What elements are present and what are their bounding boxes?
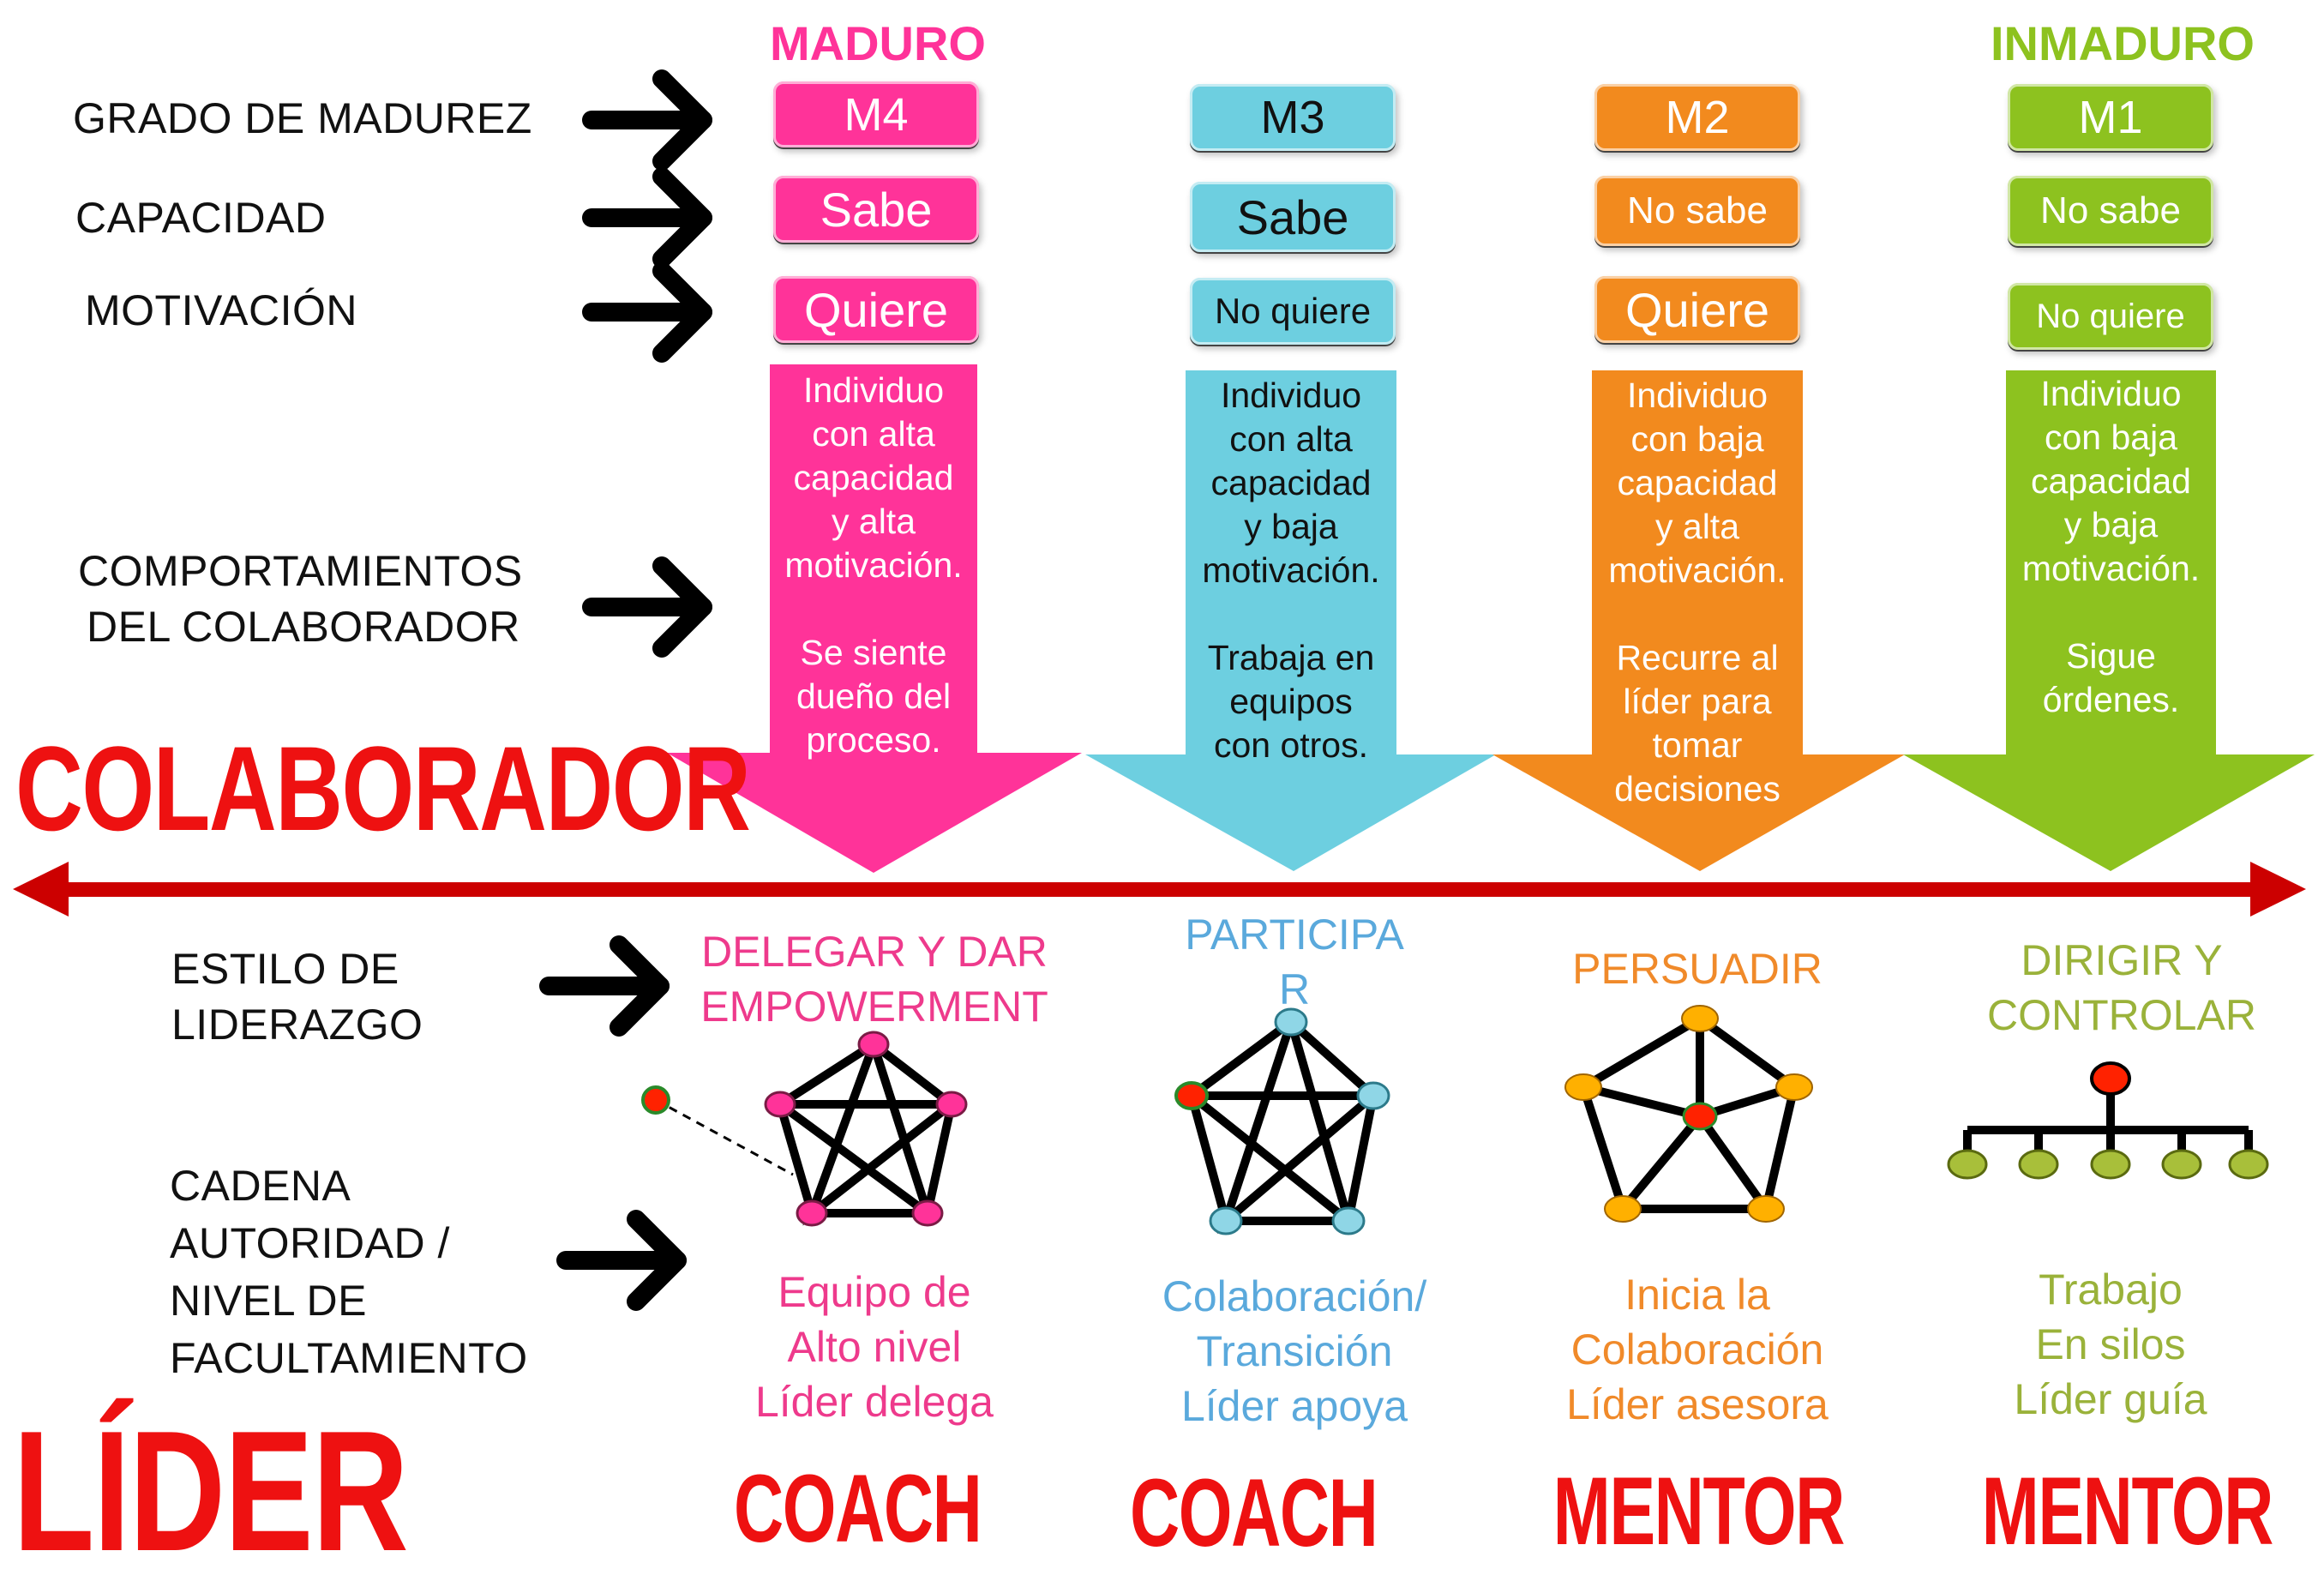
m3-down-arrow [1085,370,1496,871]
m1-network-nodes [1947,1149,2269,1180]
m3-leader-node-icon [1174,1081,1209,1110]
m3-network-nodes [1209,1007,1390,1235]
m2-hub-node-icon [1682,1102,1718,1131]
m2-style-title: PERSUADIR [1572,945,1823,993]
m1-leader-node-icon [2090,1061,2131,1096]
m4-role-label: COACH [734,1455,982,1562]
colaborador-title: COLABORADOR [15,721,751,856]
m2-level-pill: M2 [1594,84,1800,151]
m4-capacidad-pill: Sabe [773,176,979,243]
m3-motivacion-pill: No quiere [1190,278,1396,345]
m4-network-icon [655,1038,964,1226]
m3-capacidad-pill: Sabe [1190,182,1396,252]
maduro-label: MADURO [770,16,986,70]
arrow-right-icon [539,935,670,1037]
m3-network-icon [1179,1016,1385,1235]
row-label-cadena: CADENA AUTORIDAD / NIVEL DE FACULTAMIENT… [170,1162,528,1382]
inmaduro-label: INMADURO [1991,16,2255,70]
arrow-right-icon [556,1210,687,1311]
m2-network-nodes [1564,1005,1813,1223]
m3-role-label: COACH [1130,1459,1378,1566]
row-label-capacidad: CAPACIDAD [75,194,327,242]
arrow-right-icon [582,69,712,171]
m1-role-label: MENTOR [1981,1458,2274,1565]
double-arrow-axis [13,862,2306,917]
m4-motivacion-pill: Quiere [773,276,979,343]
m2-motivacion-pill: Quiere [1594,276,1800,343]
arrow-right-icon [582,167,712,268]
row-label-estilo: ESTILO DE LIDERAZGO [171,945,423,1049]
m3-level-pill: M3 [1190,84,1396,151]
m4-network-nodes [764,1031,968,1227]
row-label-motivacion: MOTIVACIÓN [85,286,357,334]
m4-level-pill: M4 [773,81,979,147]
m2-role-label: MENTOR [1552,1458,1846,1565]
m1-down-arrow [1903,370,2315,871]
m1-level-pill: M1 [2008,84,2213,151]
m2-capacidad-pill: No sabe [1594,176,1800,246]
m1-motivacion-pill: No quiere [2008,283,2213,350]
external-node-icon [641,1085,670,1115]
m1-capacidad-pill: No sabe [2008,176,2213,246]
row-label-grado: GRADO DE MADUREZ [73,94,532,142]
arrow-right-icon [582,556,712,658]
m2-network-icon [1578,1013,1799,1213]
arrow-right-icon [582,261,712,363]
m2-down-arrow [1492,370,1905,871]
row-arrows [539,69,712,1311]
row-label-comportamientos: COMPORTAMIENTOS DEL COLABORADOR [78,547,523,651]
lider-title: LÍDER [13,1396,409,1587]
m4-down-arrow [667,364,1082,873]
